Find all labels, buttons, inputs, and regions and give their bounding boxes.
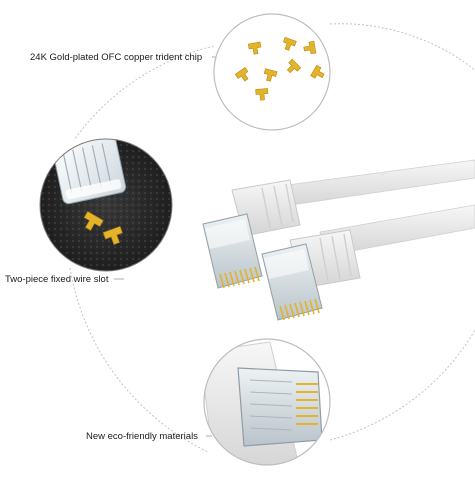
- clear-wire-slot: [52, 139, 127, 205]
- caption-wire-slot: Two-piece fixed wire slot: [5, 274, 109, 285]
- plug-closeup-detail: [203, 338, 331, 466]
- gold-chip: [234, 67, 249, 82]
- svg-text:·····: ·····: [379, 171, 388, 178]
- gold-chip: [255, 88, 269, 101]
- caption-gold-chip: 24K Gold-plated OFC copper trident chip: [30, 52, 203, 63]
- caption-eco-materials: New eco-friendly materials: [86, 431, 198, 442]
- wire-slot-detail: [39, 138, 173, 272]
- gold-chip: [282, 36, 297, 51]
- gold-chip: [303, 40, 317, 55]
- rj45-plug-upper: [202, 179, 301, 289]
- gold-chip: [83, 211, 104, 231]
- connector-arc: [69, 23, 475, 453]
- gold-chip: [247, 41, 262, 55]
- gold-chip: [263, 68, 278, 82]
- ethernet-cable: ·····: [202, 159, 475, 321]
- caption-leaders: [114, 56, 216, 437]
- gold-chip: [102, 225, 123, 245]
- rj45-plug-lower: [261, 229, 361, 321]
- gold-chip: [310, 64, 325, 79]
- gold-chip: [286, 58, 302, 74]
- gold-chip-detail: [213, 13, 331, 131]
